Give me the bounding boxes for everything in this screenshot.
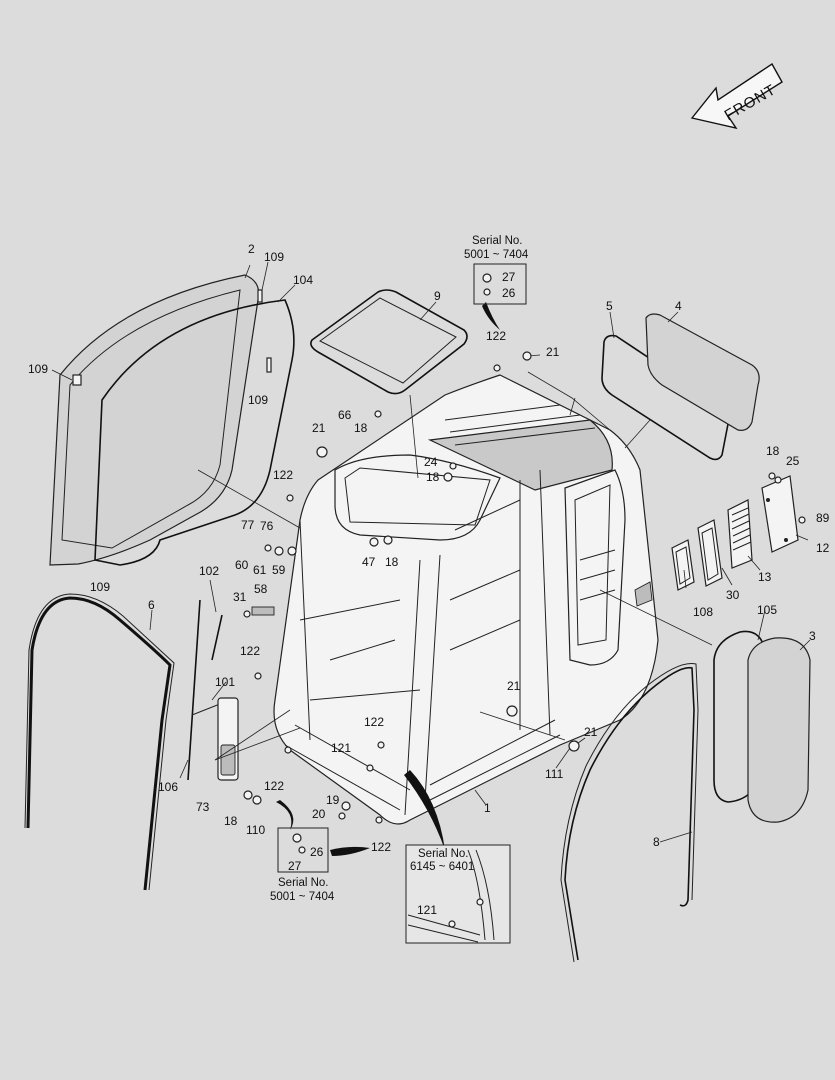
serial-br-part-1: 121 <box>417 903 437 917</box>
callout-21d: 21 <box>584 725 598 739</box>
callout-76: 76 <box>260 519 274 533</box>
callout-6: 6 <box>148 598 155 612</box>
callout-18e: 18 <box>224 814 238 828</box>
serial-box-bottom-left: 26 27 Serial No. 5001 ~ 7404 <box>270 827 335 903</box>
callout-61: 61 <box>253 563 267 577</box>
callout-121: 121 <box>331 741 351 755</box>
callout-9: 9 <box>434 289 441 303</box>
left-glass-seal <box>94 299 295 566</box>
callout-5: 5 <box>606 299 613 313</box>
callout-89: 89 <box>816 511 830 525</box>
bracket-58 <box>251 606 275 616</box>
serial-br-range: 6145 ~ 6401 <box>410 861 474 873</box>
callout-4: 4 <box>675 299 682 313</box>
callout-122f: 122 <box>371 840 391 854</box>
callout-2: 2 <box>248 242 255 256</box>
callout-109a: 109 <box>28 362 48 376</box>
serial-bl-part-2: 27 <box>288 859 302 873</box>
air-filter <box>727 499 753 569</box>
callout-101: 101 <box>215 675 235 689</box>
callout-20: 20 <box>312 807 326 821</box>
callout-122e: 122 <box>264 779 284 793</box>
serial-br-title: Serial No. <box>418 848 469 860</box>
wiper-arm <box>211 614 223 661</box>
callout-77: 77 <box>241 518 255 532</box>
callout-109c: 109 <box>248 393 268 407</box>
callout-106: 106 <box>158 780 178 794</box>
door-seal <box>564 666 695 961</box>
callout-47: 47 <box>362 555 376 569</box>
callout-59: 59 <box>272 563 286 577</box>
serial-bl-range: 5001 ~ 7404 <box>270 891 335 903</box>
air-filter-cover <box>761 475 799 553</box>
serial-box-top: Serial No. 5001 ~ 7404 27 26 <box>464 235 529 305</box>
callout-1: 1 <box>484 801 491 815</box>
wiper-motor <box>217 697 239 781</box>
callout-18d: 18 <box>766 444 780 458</box>
callout-108: 108 <box>693 605 713 619</box>
callout-3: 3 <box>809 629 816 643</box>
callout-labels: 1 2 3 4 5 6 8 9 12 13 18 18 18 18 18 19 … <box>28 242 830 854</box>
rear-glass <box>645 313 760 431</box>
callout-122c: 122 <box>240 644 260 658</box>
callout-21a: 21 <box>312 421 326 435</box>
callout-25: 25 <box>786 454 800 468</box>
callout-13: 13 <box>758 570 772 584</box>
callout-58: 58 <box>254 582 268 596</box>
serial-box-bottom-right: Serial No. 6145 ~ 6401 121 <box>405 844 511 944</box>
front-seal-strip <box>26 596 172 891</box>
front-arrow: FRONT <box>690 62 783 130</box>
callout-18c: 18 <box>385 555 399 569</box>
serial-top-part-2: 26 <box>502 286 516 300</box>
callout-105: 105 <box>757 603 777 617</box>
front-rail <box>187 599 201 781</box>
callout-8: 8 <box>653 835 660 849</box>
serial-pointer-bottom-mid <box>330 846 370 856</box>
callout-19: 19 <box>326 793 340 807</box>
callout-73: 73 <box>196 800 210 814</box>
callout-12: 12 <box>816 541 830 555</box>
cab-frame <box>273 374 659 825</box>
serial-top-part-1: 27 <box>502 270 516 284</box>
rear-glass-seal <box>601 334 730 461</box>
serial-top-range: 5001 ~ 7404 <box>464 249 529 261</box>
serial-bl-part-1: 26 <box>310 845 324 859</box>
callout-111: 111 <box>545 767 564 781</box>
serial-bl-title: Serial No. <box>278 877 329 889</box>
callout-102: 102 <box>199 564 219 578</box>
callout-66: 66 <box>338 408 352 422</box>
serial-pointer-top <box>482 302 500 330</box>
serial-pointer-bottom-left <box>276 800 294 830</box>
leader-lines <box>51 261 811 843</box>
callout-21b: 21 <box>546 345 560 359</box>
callout-31: 31 <box>233 590 247 604</box>
callout-24: 24 <box>424 455 438 469</box>
callout-122b: 122 <box>273 468 293 482</box>
callout-18a: 18 <box>354 421 368 435</box>
callout-122d: 122 <box>364 715 384 729</box>
callout-122a: 122 <box>486 329 506 343</box>
serial-pointer-bottom-right <box>404 770 445 850</box>
callout-110: 110 <box>246 823 265 837</box>
callout-30: 30 <box>726 588 740 602</box>
callout-109b: 109 <box>264 250 284 264</box>
callout-21c: 21 <box>507 679 521 693</box>
side-window-glass <box>747 637 811 823</box>
hardware-fasteners <box>243 351 806 824</box>
callout-60: 60 <box>235 558 249 572</box>
roof-hatch-seal <box>310 289 468 395</box>
callout-104: 104 <box>293 273 313 287</box>
filter-frame <box>697 519 723 587</box>
left-side-glass <box>49 274 272 566</box>
serial-top-title: Serial No. <box>472 235 523 247</box>
callout-109d: 109 <box>90 580 110 594</box>
callout-18b: 18 <box>426 470 440 484</box>
filter-gasket <box>671 539 695 591</box>
